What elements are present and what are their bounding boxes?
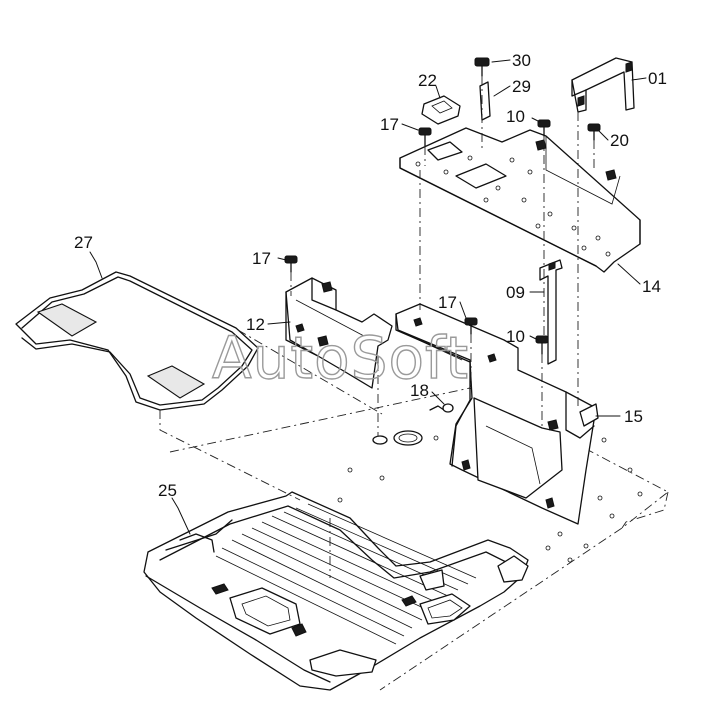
cap-part-22 xyxy=(421,95,461,125)
bolt-part-18 xyxy=(442,403,454,413)
callout-14: 14 xyxy=(642,277,661,296)
bolts xyxy=(284,57,601,413)
callout-30: 30 xyxy=(512,51,531,70)
callout-01: 01 xyxy=(648,69,667,88)
callout-18: 18 xyxy=(410,381,429,400)
side-bracket-part-12 xyxy=(285,277,393,389)
bracket-part-01 xyxy=(571,57,635,113)
callout-17-mid: 17 xyxy=(438,293,457,312)
callout-22: 22 xyxy=(418,71,437,90)
leader-lines xyxy=(89,59,647,535)
bolt-part-30 xyxy=(474,57,490,77)
callout-29: 29 xyxy=(512,77,531,96)
callout-12: 12 xyxy=(246,315,265,334)
large-panel-part-15 xyxy=(395,303,599,525)
bolt-part-17-left xyxy=(284,255,298,273)
watermark-text: AutoSoft xyxy=(212,324,469,392)
top-plate-part-14 xyxy=(399,127,641,273)
callout-27: 27 xyxy=(74,233,93,252)
bolt-part-17-mid xyxy=(464,317,478,335)
floor-mat-part-27 xyxy=(15,271,259,411)
bolt-part-10-lower xyxy=(535,335,549,355)
callout-10-lower: 10 xyxy=(506,327,525,346)
callout-09: 09 xyxy=(506,283,525,302)
strap-part-29 xyxy=(479,81,491,121)
strap-part-09 xyxy=(539,259,563,365)
callout-10-upper: 10 xyxy=(506,107,525,126)
assembly-lines xyxy=(159,76,595,578)
callout-15: 15 xyxy=(624,407,643,426)
bolt-part-10-upper xyxy=(537,119,551,137)
bolt-part-20 xyxy=(587,123,601,141)
callout-17-left: 17 xyxy=(252,249,271,268)
callout-25: 25 xyxy=(158,481,177,500)
floor-tray-part-25 xyxy=(143,491,529,691)
callout-20: 20 xyxy=(610,131,629,150)
bolt-part-17-top xyxy=(418,127,432,147)
callout-17-top: 17 xyxy=(380,115,399,134)
callout-labels: 30 29 22 01 10 17 20 27 17 14 12 17 09 1… xyxy=(74,51,667,500)
